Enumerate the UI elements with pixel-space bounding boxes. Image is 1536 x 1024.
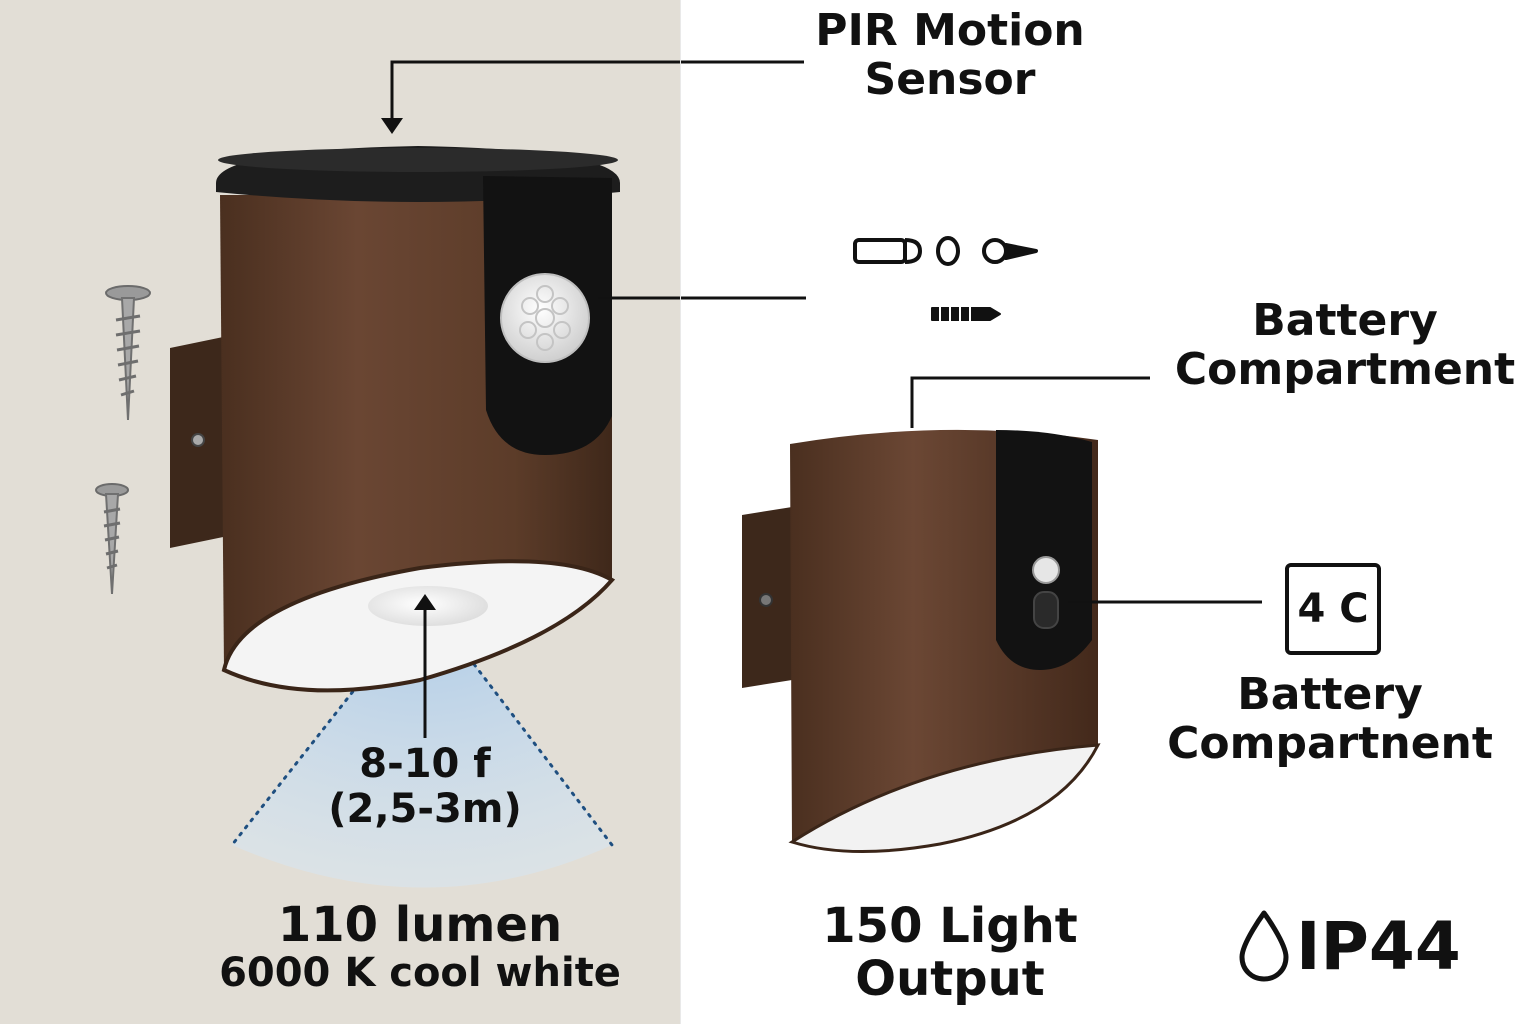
lumen-label: 110 lumen 6000 K cool white <box>200 897 640 996</box>
wood-screw-icon <box>931 306 1001 322</box>
wall-lamp-main <box>170 146 620 693</box>
lumen-line2: 6000 K cool white <box>219 949 621 996</box>
light-beam <box>230 598 614 888</box>
detection-range-label: 8-10 f (2,5-3m) <box>290 742 560 832</box>
range-line2: (2,5-3m) <box>328 785 522 832</box>
screw-long-icon <box>105 285 151 421</box>
lumen-line1: 110 lumen <box>277 897 563 953</box>
battery-compartment-top-label: Battery Compartment <box>1150 296 1536 395</box>
pir-label-line1: PIR Motion <box>815 5 1085 56</box>
battery-bottom-line2: Compartnent <box>1167 718 1493 770</box>
battery-4c-badge: 4 C <box>1285 563 1381 655</box>
light-output-label: 150 Light Output <box>790 900 1110 1006</box>
ip-rating-text: IP44 <box>1296 907 1461 985</box>
output-line1: 150 Light <box>822 898 1078 954</box>
mounting-hardware-icons <box>853 236 1038 322</box>
battery-top-line2: Compartment <box>1174 344 1516 396</box>
pir-label-line2: Sensor <box>864 54 1036 106</box>
ip-rating: IP44 <box>1236 906 1461 986</box>
range-line1: 8-10 f <box>359 741 491 787</box>
sensor-button-icon <box>1032 556 1060 584</box>
water-drop-icon <box>1239 910 1289 982</box>
battery-top-line1: Battery <box>1252 295 1438 346</box>
lamp-light-opening <box>221 559 616 693</box>
screw-kit-icon <box>982 238 1038 264</box>
battery-compartment-bottom-label: Battery Compartnent <box>1130 670 1530 769</box>
lamp-light-opening-secondary <box>788 743 1101 854</box>
washer-icon <box>936 236 960 266</box>
pir-motion-sensor-label: PIR Motion Sensor <box>780 6 1120 105</box>
battery-bottom-line1: Battery <box>1237 669 1423 720</box>
switch-slot-icon <box>1033 591 1059 629</box>
callout-lines <box>381 60 1262 738</box>
battery-top-callout-line <box>910 376 1150 428</box>
pir-sensor-dome-icon <box>500 273 590 363</box>
sensor-panel-secondary <box>996 430 1092 670</box>
pir-arrow-icon <box>381 118 403 134</box>
screw-short-icon <box>95 483 129 595</box>
wall-anchor-icon <box>853 238 922 264</box>
range-arrow-icon <box>414 594 436 610</box>
wall-lamp-secondary <box>742 429 1101 854</box>
output-line2: Output <box>855 950 1045 1007</box>
bracket-screw-icon <box>191 433 205 447</box>
pir-callout-line <box>390 60 804 128</box>
